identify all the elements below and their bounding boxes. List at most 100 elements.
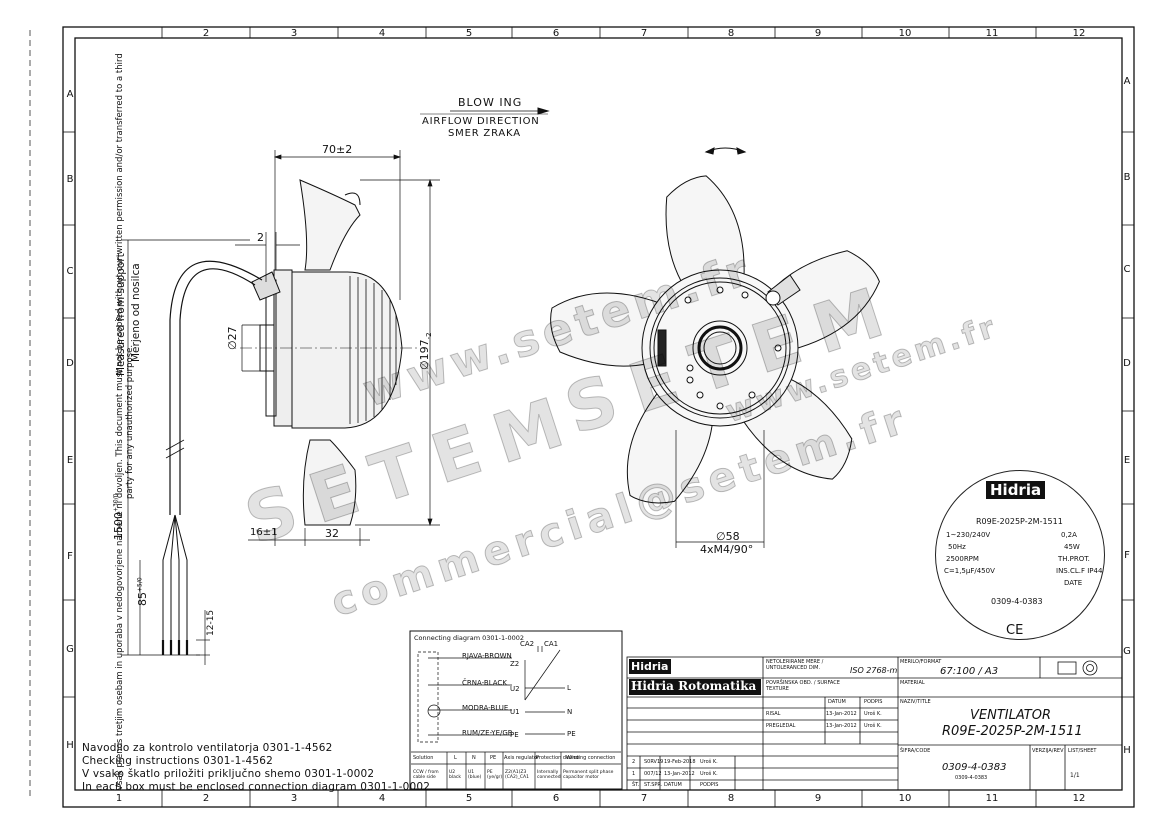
terminal-label: PE — [510, 731, 519, 739]
wire-label: RJAVA-BROWN — [462, 652, 512, 660]
col-num-bottom: 8 — [727, 793, 735, 804]
drawn-sign: Uroš K. — [864, 711, 882, 717]
row-letter-left: F — [67, 551, 73, 562]
rating-label: Hidria R09E-2025P-2M-1511 1~230/240V 0,2… — [935, 470, 1105, 640]
rev-header: ŠT. — [632, 782, 640, 788]
col-num-top: 2 — [202, 28, 210, 39]
label-current: 0,2A — [1061, 531, 1077, 539]
row-letter-right: A — [1123, 76, 1131, 87]
row-letter-right: D — [1123, 358, 1131, 369]
table-header: Axis regulator — [504, 755, 539, 761]
row-letter-right: E — [1123, 455, 1131, 466]
col-num-top: 8 — [727, 28, 735, 39]
drawing-title: VENTILATOR — [970, 708, 1052, 723]
rev-header: PODPIS — [700, 782, 719, 788]
note-line: Checking instructions 0301-1-4562 — [82, 755, 274, 767]
connection-diagram-title: Connecting diagram 0301-1-0002 — [414, 634, 524, 642]
airflow-direction-label: AIRFLOW DIRECTION — [422, 116, 540, 127]
table-header: Winding connection — [566, 755, 616, 761]
col-num-bottom: 10 — [898, 793, 912, 804]
sign-header: PODPIS — [864, 699, 883, 705]
material-label: MATERIAL — [900, 680, 925, 686]
table-header: PE — [490, 755, 497, 761]
hidria-logo-small — [629, 659, 671, 674]
version-label: VERZIJA/REV — [1032, 748, 1064, 754]
label-freq: 50Hz — [948, 543, 966, 551]
row-letter-left: C — [66, 266, 74, 277]
col-num-bottom: 4 — [378, 793, 386, 804]
rev-header: ST.SPR. — [644, 782, 663, 788]
label-voltage: 1~230/240V — [946, 531, 991, 539]
output-label: L — [567, 684, 571, 692]
wire-label: RUM/ZE-YE/GR — [462, 729, 513, 737]
airflow-smer-label: SMER ZRAKA — [448, 128, 521, 139]
col-num-bottom: 1 — [115, 793, 123, 804]
table-cell: U2 black — [449, 770, 461, 780]
table-cell: Permanent split phase capacitor motor — [563, 770, 614, 780]
label-brand: Hidria — [986, 481, 1046, 499]
col-num-bottom: 12 — [1072, 793, 1086, 804]
row-letter-left: B — [66, 174, 74, 185]
col-num-top: 7 — [640, 28, 648, 39]
terminal-label: U2 — [510, 685, 520, 693]
ce-mark: CE — [1006, 623, 1024, 638]
note-line: In each box must be enclosed connection … — [82, 781, 431, 793]
rev-header: DATUM — [664, 782, 682, 788]
company-name: Hidria Rotomatika — [631, 679, 757, 693]
output-label: PE — [567, 730, 576, 738]
col-num-bottom: 9 — [814, 793, 822, 804]
dim-hub-diameter: ∅27 — [226, 326, 239, 350]
inner-frame — [74, 37, 1123, 791]
row-letter-right: G — [1123, 646, 1131, 657]
row-letter-left: A — [66, 89, 74, 100]
row-letter-right: H — [1123, 745, 1131, 756]
label-insulation: INS.CL.F IP44 — [1056, 567, 1103, 575]
drawn-label: RISAL — [766, 711, 781, 717]
wire-label: MODRA-BLUE — [462, 704, 509, 712]
table-cell: U1 (blue) — [468, 770, 482, 780]
col-num-bottom: 6 — [552, 793, 560, 804]
col-num-bottom: 7 — [640, 793, 648, 804]
rev-cell: 19-Feb-2018 — [664, 759, 696, 765]
col-num-bottom: 2 — [202, 793, 210, 804]
table-header: L — [454, 755, 457, 761]
terminal-label: Z2 — [510, 660, 520, 668]
note-line: Navodilo za kontrolo ventilatorja 0301-1… — [82, 742, 333, 754]
surface-label: POVRŠINSKA OBD. / SURFACE TEXTURE — [766, 680, 840, 692]
dim-bolt-circle: ∅58 — [716, 530, 740, 543]
table-cell: CCW / from cable side — [413, 770, 439, 780]
checked-date: 13-Jan-2012 — [826, 723, 857, 729]
col-num-top: 5 — [465, 28, 473, 39]
table-header: N — [472, 755, 476, 761]
row-letter-right: F — [1124, 550, 1130, 561]
rev-cell: 1 — [632, 771, 636, 777]
drawing-code-sub: 0309-4-0383 — [955, 775, 988, 781]
hidria-rotomatika-logo — [629, 679, 761, 695]
col-num-top: 12 — [1072, 28, 1086, 39]
col-num-top: 10 — [898, 28, 912, 39]
output-label: N — [567, 708, 573, 716]
hidria-logo-text: Hidria — [631, 660, 669, 673]
col-num-top: 3 — [290, 28, 298, 39]
label-model: R09E-2025P-2M-1511 — [976, 517, 1063, 526]
ruler-ticks — [63, 27, 1134, 807]
row-letter-right: C — [1123, 264, 1131, 275]
drawing-model: R09E-2025P-2M-1511 — [942, 724, 1083, 739]
row-letter-left: G — [66, 644, 74, 655]
rev-cell: 2 — [632, 759, 636, 765]
row-letter-left: D — [66, 358, 74, 369]
note-line: V vsako škatlo priložiti priključno shem… — [82, 768, 375, 780]
sheet-label: LIST/SHEET — [1068, 748, 1097, 754]
label-capacitor: C=1,5μF/450V — [944, 567, 995, 575]
date-header: DATUM — [828, 699, 846, 705]
fan-side-view — [240, 179, 420, 526]
dim-mount-depth: 32 — [325, 527, 339, 540]
label-code: 0309-4-0383 — [991, 597, 1043, 606]
drawing-code: 0309-4-0383 — [942, 762, 1007, 773]
code-label: ŠIFRA/CODE — [900, 748, 931, 754]
dim-cable-length: 1500+30/0 — [112, 493, 125, 540]
col-num-top: 9 — [814, 28, 822, 39]
tolerance-label: NETOLERIRANE MERE / UNTOLERANCED DIM. — [766, 659, 824, 671]
dim-strip-length: 85+5/0 — [136, 577, 149, 606]
